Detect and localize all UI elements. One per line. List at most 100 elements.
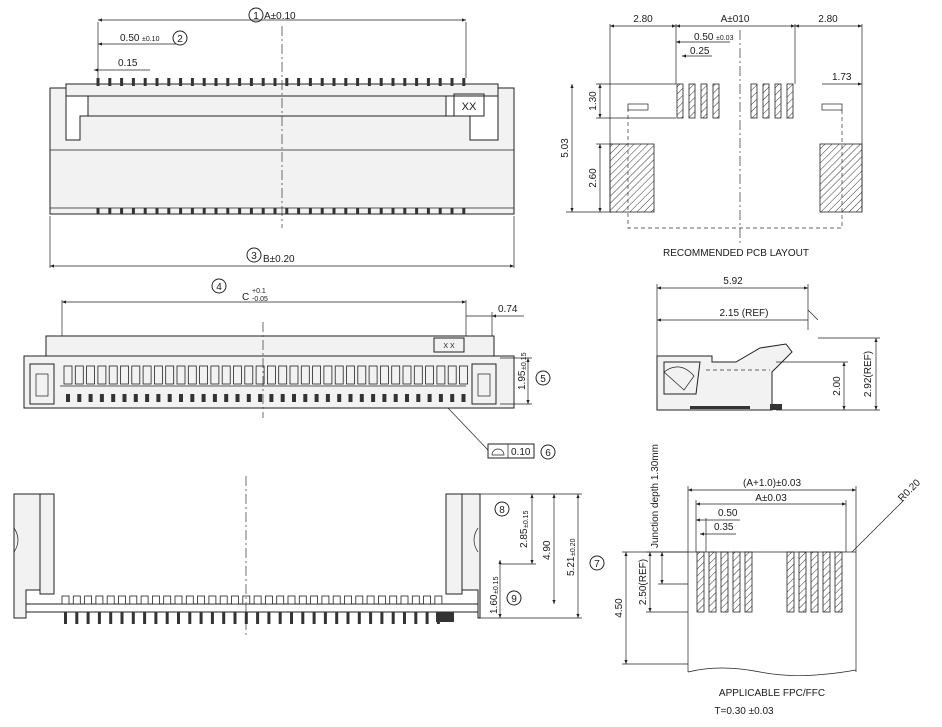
front-pin-top [415, 78, 419, 86]
top-contact-slot [63, 365, 73, 385]
top-contact-pin [280, 394, 285, 402]
top-left-latch [29, 363, 55, 405]
top-right-latch [471, 363, 497, 405]
bottom-pin-head [400, 595, 409, 605]
front-pin-bottom [367, 208, 371, 214]
callout-7-label: 7 [594, 559, 600, 570]
callout-9-label: 9 [511, 594, 517, 605]
top-contact-pin [201, 394, 206, 402]
callout-2-label: 2 [177, 34, 183, 45]
top-contact-slot [379, 365, 389, 385]
front-pin-top [344, 78, 348, 86]
pcb-dim-right-side: 1.73 [832, 72, 852, 83]
bottom-pin-leg [278, 612, 282, 624]
front-pin-top [356, 78, 360, 86]
front-dim-a: A±0.10 [264, 11, 296, 22]
top-contact-pin [337, 394, 342, 402]
callout-3 [246, 247, 262, 263]
top-contact-slot [425, 365, 435, 385]
front-dim-b: B±0.20 [263, 254, 295, 265]
callout-1 [248, 7, 264, 23]
bottom-pin-leg [165, 612, 169, 624]
front-pin-bottom [214, 208, 218, 214]
top-marking-box [433, 337, 465, 353]
bottom-pin-head [332, 595, 341, 605]
bottom-pin-leg [244, 612, 248, 624]
top-contact-slot [402, 365, 412, 385]
fpc-dim-junction: Junction depth 1.30mm [650, 444, 661, 548]
bottom-pin-leg [131, 612, 135, 624]
front-pin-top [438, 78, 442, 86]
fpc-finger [744, 551, 753, 613]
top-contact-pin [314, 394, 319, 402]
front-pin-top [379, 78, 383, 86]
bottom-pin-leg [391, 612, 395, 624]
top-contact-pin [167, 394, 172, 402]
bottom-pin-head [151, 595, 160, 605]
fpc-finger [834, 551, 843, 613]
top-contacts [63, 365, 468, 402]
pcb-right-mark [821, 103, 843, 111]
bottom-pin-leg [256, 612, 260, 624]
bottom-pin-leg [210, 612, 214, 624]
side-cavity [663, 361, 701, 395]
top-contact-slot [413, 365, 423, 385]
fpc-dim-035: 0.35 [714, 522, 734, 533]
bottom-pin-head [377, 595, 386, 605]
top-contact-slot [97, 365, 107, 385]
pcb-dim-left: 2.80 [633, 14, 653, 25]
bottom-pin-head [434, 595, 443, 605]
top-contact-pin [246, 394, 251, 402]
bottom-dim-521-tol: ±0.20 [570, 538, 577, 556]
top-contact-slot [244, 365, 254, 385]
callout-8 [494, 501, 510, 517]
bottom-pin-head [106, 595, 115, 605]
bottom-pin-leg [301, 612, 305, 624]
pcb-caption: RECOMMENDED PCB LAYOUT [663, 248, 809, 259]
front-pin-bottom [426, 208, 430, 214]
top-contact-pin [438, 394, 443, 402]
top-contact-pin [348, 394, 353, 402]
top-contact-slot [346, 365, 355, 385]
bottom-pin-leg [64, 612, 67, 624]
top-contact-pin [235, 394, 240, 402]
top-contact-pin [66, 394, 70, 402]
bottom-pin-head [118, 595, 126, 605]
front-pin-top [450, 78, 454, 86]
bottom-pin-leg [97, 612, 101, 624]
fpc-finger [696, 551, 705, 613]
top-dim-195: 1.95 [517, 370, 528, 390]
top-contact-pin [303, 394, 308, 402]
top-contact-pin [77, 394, 82, 402]
front-pin-bottom [96, 208, 100, 214]
top-view: 4 C +0.1 -0.05 0.74 X X 1.95 ±0.15 5 0 [23, 278, 556, 460]
fpc-dim-450: 4.50 [614, 598, 625, 618]
fpc-dim-a-plus: (A+1.0)±0.03 [743, 478, 801, 489]
top-dim-c: C [242, 292, 249, 303]
top-contact-pin [179, 394, 183, 402]
front-marking: XX [462, 101, 477, 113]
top-marking: X X [443, 343, 455, 350]
front-pin-bottom [167, 208, 171, 214]
front-pin-top [308, 78, 312, 86]
front-pin-top [190, 78, 194, 86]
bottom-left-tab [13, 493, 41, 619]
front-pin-bottom [190, 208, 194, 214]
callout-1-label: 1 [253, 11, 259, 22]
top-contact-slot [447, 365, 457, 385]
top-contact-slot [357, 365, 367, 385]
top-contact-pin [450, 394, 455, 402]
bottom-pin-leg [290, 612, 293, 624]
top-contact-slot [221, 365, 231, 385]
bottom-pin-leg [267, 612, 271, 624]
front-pin-bottom [179, 208, 183, 214]
pcb-signal-pads [676, 83, 794, 119]
front-pin-top [179, 78, 183, 86]
front-pin-bottom [249, 208, 253, 214]
front-housing [49, 87, 515, 215]
top-contact-pin [292, 394, 296, 402]
bottom-dim-285: 2.85 [519, 528, 530, 548]
bottom-pin-head [389, 595, 398, 605]
side-dim-592: 5.92 [723, 276, 743, 287]
bottom-left-wall [39, 493, 55, 595]
